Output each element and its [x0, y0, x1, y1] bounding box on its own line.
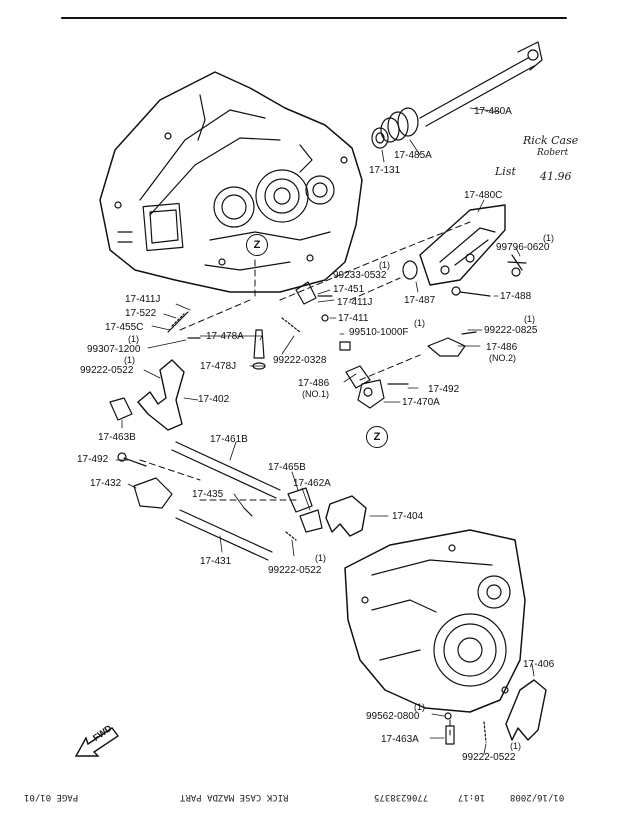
part-label: 17-463A: [381, 734, 419, 745]
part-label: 17-411J: [125, 294, 161, 305]
part-label: 99233-0532: [333, 270, 387, 281]
part-label: 17-470A: [402, 397, 440, 408]
part-label: 17-431: [200, 556, 232, 567]
part-label: 17-488: [500, 291, 532, 302]
shift-lever-486-no1: [345, 365, 371, 389]
part-label: 17-492: [428, 384, 460, 395]
part-label: 17-402: [198, 394, 230, 405]
part-label: 17-480A: [474, 106, 512, 117]
boot-485A: [380, 107, 419, 143]
part-label: 99222-0825: [484, 325, 538, 336]
part-label: 99510-1000F: [349, 327, 409, 338]
fax-date: 01/16/2008: [510, 792, 565, 802]
handwritten-note-line1: Rick Case: [523, 134, 579, 147]
shift-lever-486-no2: [427, 337, 466, 357]
part-qty: (1): [128, 334, 139, 344]
part-label: 99222-0328: [273, 355, 327, 366]
part-label: 99222-0522: [268, 565, 322, 576]
part-label: 17-487: [404, 295, 436, 306]
part-462A: [299, 509, 323, 533]
part-label: 99222-0522: [462, 752, 516, 763]
shift-rod-480A: [419, 41, 543, 127]
part-label: 17-522: [125, 308, 157, 319]
shift-rod-461B: [171, 441, 281, 499]
part-label: 99562-0800: [366, 711, 420, 722]
pin-435: [243, 507, 253, 517]
rod-478A: [253, 329, 265, 359]
part-label: 17-485A: [394, 150, 432, 161]
handwritten-note-line2: Robert: [537, 148, 569, 158]
lower-transaxle-case: [344, 529, 526, 713]
part-label: 99222-0522: [80, 365, 134, 376]
part-note: (NO.2): [489, 353, 516, 363]
part-label: 17-432: [90, 478, 122, 489]
part-463B: [109, 397, 133, 421]
shift-fork-404: [325, 495, 367, 537]
part-label: 17-486: [486, 342, 518, 353]
pin-99222-0328: [281, 317, 301, 333]
part-qty: (1): [414, 702, 425, 712]
fax-phone: 7706238375: [374, 792, 429, 802]
part-qty: (1): [414, 318, 425, 328]
part-qty: (1): [510, 741, 521, 751]
part-label: 17-463B: [98, 432, 136, 443]
part-qty: (1): [124, 355, 135, 365]
part-qty: (1): [379, 260, 390, 270]
part-label: 99307-1200: [87, 344, 141, 355]
bolt-488: [459, 291, 491, 297]
part-label: 17-465B: [268, 462, 306, 473]
fax-sender: RICK CASE MAZDA PART: [180, 792, 289, 802]
part-note: (NO.1): [302, 389, 329, 399]
part-label: 17-478A: [206, 331, 244, 342]
part-label: 17-406: [523, 659, 555, 670]
part-label: 17-486: [298, 378, 330, 389]
part-487: [402, 260, 418, 280]
shift-rod-431: [175, 509, 273, 561]
handwritten-note-line4: 41.96: [540, 170, 572, 183]
part-label: 17-480C: [464, 190, 503, 201]
washer-99562: [444, 712, 452, 720]
part-label: 17-492: [77, 454, 109, 465]
pin-99222-0522-right: [483, 721, 487, 743]
part-470A: [357, 379, 385, 409]
upper-transaxle-case: [99, 71, 363, 293]
part-label: 17-478J: [200, 361, 237, 372]
plate-480C: [419, 204, 506, 286]
part-465B: [287, 487, 313, 513]
pin-99222-0522-mid: [285, 531, 297, 541]
shift-fork-406: [505, 679, 547, 741]
bracket-432: [133, 477, 173, 509]
part-label: 17-455C: [105, 322, 144, 333]
part-label: 17-131: [369, 165, 401, 176]
zoom-marker-z-top: Z: [246, 234, 268, 256]
part-label: 17-462A: [293, 478, 331, 489]
interlock-parts: [295, 281, 351, 351]
handwritten-note-line3: List: [495, 165, 516, 178]
spring-522: [167, 311, 189, 333]
part-label: 17-411J: [337, 297, 373, 308]
zoom-marker-z-bottom: Z: [366, 426, 388, 448]
part-label: 17-404: [392, 511, 424, 522]
part-qty: (1): [524, 314, 535, 324]
shift-fork-402: [137, 359, 185, 431]
part-label: 99796-0620: [496, 242, 550, 253]
bolt-463A: [445, 725, 455, 745]
part-label: 17-451: [333, 284, 365, 295]
part-label: 17-411: [338, 313, 369, 324]
part-label: 17-461B: [210, 434, 248, 445]
fax-time: 10:17: [458, 792, 486, 802]
seal-131: [371, 127, 389, 149]
part-qty: (1): [315, 553, 326, 563]
bolt-492-left: [123, 457, 147, 467]
part-qty: (1): [543, 233, 554, 243]
part-label: 17-435: [192, 489, 224, 500]
bolt-99796: [507, 254, 527, 271]
fax-page-number: PAGE 01/01: [24, 792, 79, 802]
fwd-arrow-icon: [74, 727, 120, 757]
